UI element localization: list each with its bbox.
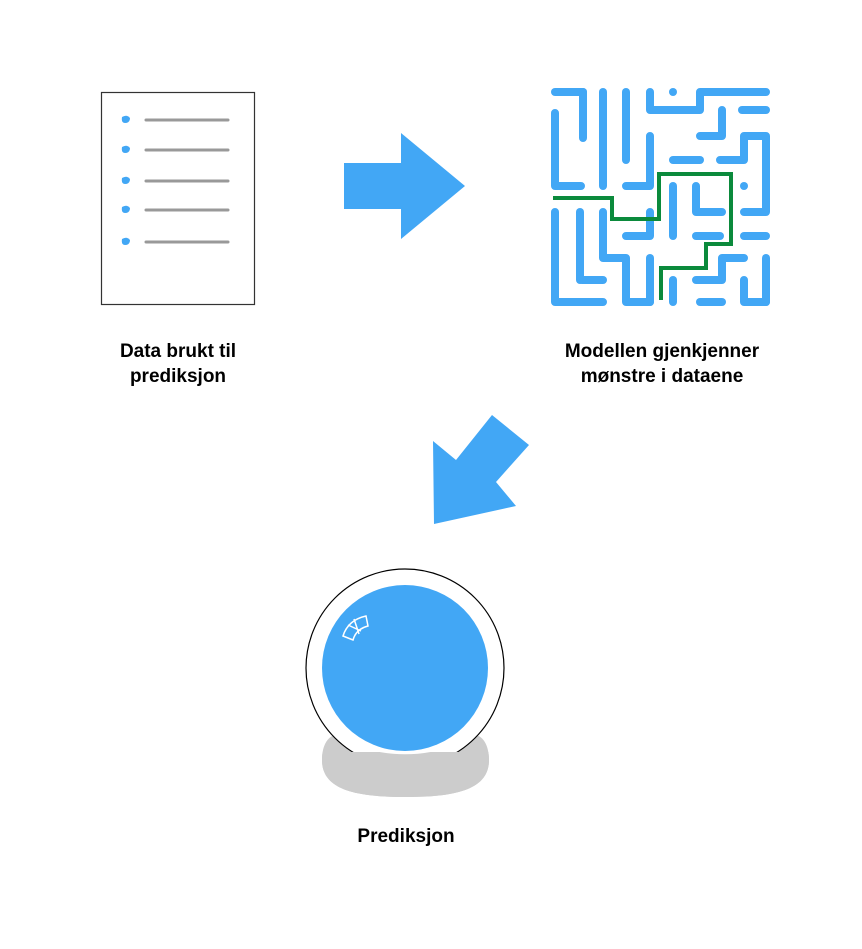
step-label-line: Prediksjon — [357, 826, 455, 847]
step-label-data: Data brukt til prediksjon — [78, 339, 278, 389]
step-label-line: prediksjon — [129, 366, 227, 387]
step-label-line: mønstre i dataene — [580, 366, 744, 387]
window-reflection-icon — [342, 615, 369, 642]
document-list-icon — [100, 91, 256, 306]
step-label-model: Modellen gjenkjenner mønstre i dataene — [540, 339, 784, 389]
step-label-line: Data brukt til — [119, 341, 237, 362]
maze-solution-path — [553, 172, 733, 300]
step-label-prediction: Prediksjon — [306, 824, 506, 849]
arrow-down-left-icon — [433, 415, 529, 524]
arrow-right-icon — [344, 133, 465, 239]
step-label-line: Modellen gjenkjenner — [564, 341, 760, 362]
crystal-ball-icon — [305, 568, 505, 797]
maze-icon — [551, 88, 770, 306]
